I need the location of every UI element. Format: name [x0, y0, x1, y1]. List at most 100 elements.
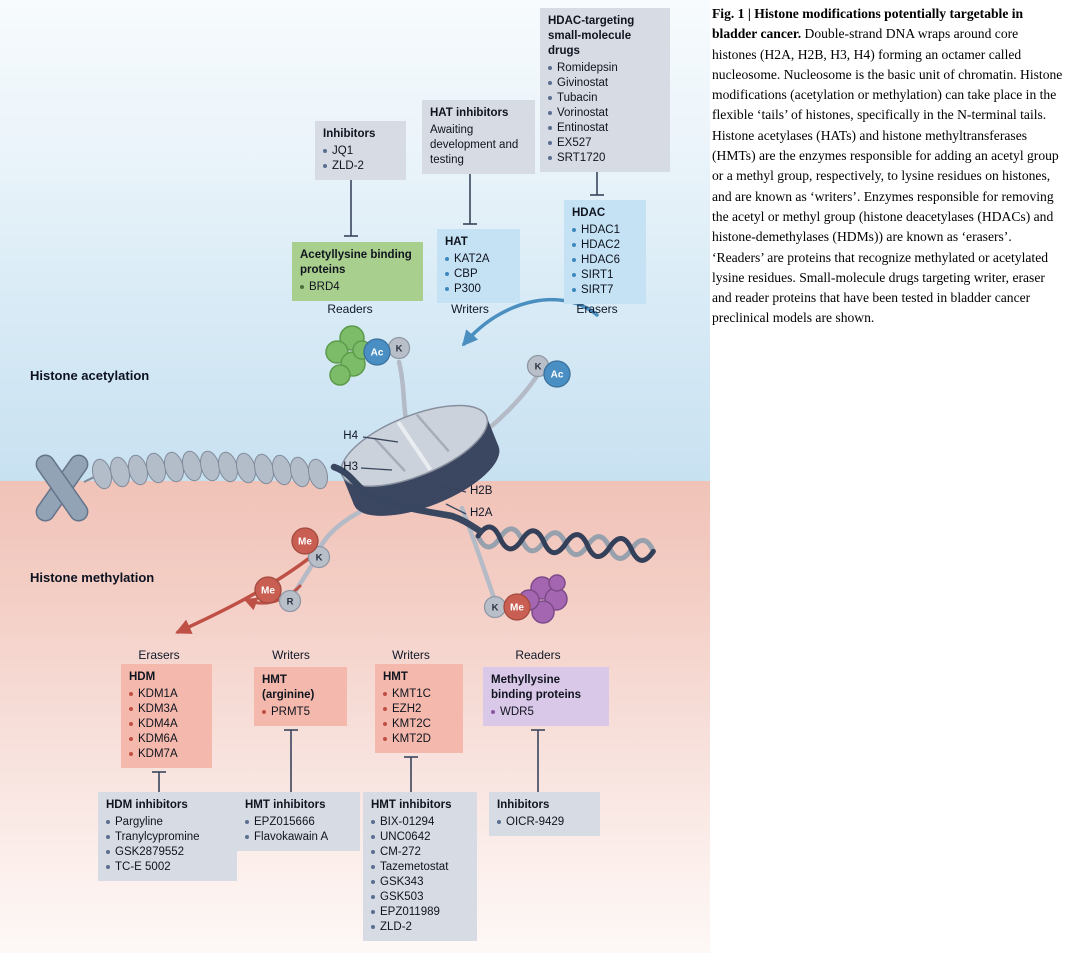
list-item-label: EZH2	[392, 703, 422, 715]
list-item-label: Pargyline	[115, 816, 163, 828]
caption-body: Double-strand DNA wraps around core hist…	[712, 26, 1063, 326]
list-item: KMT2D	[383, 732, 455, 747]
svg-text:Ac: Ac	[371, 348, 384, 359]
bullet-icon	[497, 820, 501, 824]
wdr5-inhibitors-box: Inhibitors OICR-9429	[489, 792, 600, 836]
list-item-label: SIRT1	[581, 269, 614, 281]
chromosome-icon	[35, 454, 89, 522]
bullet-icon	[245, 820, 249, 824]
bullet-icon	[548, 156, 552, 160]
caption-title: Fig. 1 | Histone modifications potential…	[712, 6, 1024, 42]
bullet-icon	[106, 865, 110, 869]
list-item-label: ZLD-2	[380, 921, 412, 933]
bullet-icon	[383, 722, 387, 726]
bullet-icon	[371, 910, 375, 914]
inhibition-connectors	[152, 172, 604, 792]
bullet-icon	[129, 707, 133, 711]
list-item: Flavokawain A	[245, 830, 352, 845]
bullet-icon	[383, 707, 387, 711]
bullet-icon	[548, 111, 552, 115]
list-item-label: KDM7A	[138, 748, 178, 760]
bullet-icon	[129, 737, 133, 741]
list-item-label: SRT1720	[557, 152, 606, 164]
bullet-icon	[548, 81, 552, 85]
box-title: HMT	[383, 671, 408, 683]
list-item-label: Tazemetostat	[380, 861, 449, 873]
list-item: CM-272	[371, 845, 469, 860]
bullet-icon	[383, 692, 387, 696]
list-item-label: GSK2879552	[115, 846, 185, 858]
chromatin-fiber	[83, 450, 329, 490]
list-item-label: JQ1	[332, 145, 354, 157]
list-item-label: HDAC6	[581, 254, 620, 266]
hdm-eraser-arrow	[175, 554, 314, 634]
figure-caption: Fig. 1 | Histone modifications potential…	[712, 4, 1064, 329]
protein-list: BRD4	[300, 280, 415, 295]
box-title: HMT inhibitors	[371, 799, 452, 811]
role-writers: Writers	[392, 648, 430, 662]
list-item-label: KMT1C	[392, 688, 431, 700]
bullet-icon	[371, 880, 375, 884]
k-residue: K	[526, 354, 550, 378]
role-erasers: Erasers	[576, 302, 618, 316]
list-item: KDM7A	[129, 747, 204, 762]
bullet-icon	[572, 273, 576, 277]
list-item: ZLD-2	[323, 159, 398, 174]
list-item-label: PRMT5	[271, 706, 310, 718]
bullet-icon	[445, 287, 449, 291]
bullet-icon	[262, 710, 266, 714]
bullet-icon	[129, 722, 133, 726]
list-item-label: KDM4A	[138, 718, 178, 730]
list-item: KDM4A	[129, 717, 204, 732]
list-item-label: KAT2A	[454, 253, 490, 265]
bullet-icon	[371, 835, 375, 839]
box-title: Methyllysine binding proteins	[491, 674, 582, 701]
bullet-icon	[323, 164, 327, 168]
list-item: EPZ015666	[245, 815, 352, 830]
box-title: HMT (arginine)	[262, 674, 315, 701]
list-item-label: HDAC2	[581, 239, 620, 251]
list-item: KAT2A	[445, 252, 512, 267]
bullet-icon	[106, 850, 110, 854]
list-item: PRMT5	[262, 705, 339, 720]
bullet-icon	[323, 149, 327, 153]
box-title: HAT inhibitors	[430, 107, 509, 119]
list-item: OICR-9429	[497, 815, 592, 830]
bullet-icon	[491, 710, 495, 714]
bullet-icon	[548, 96, 552, 100]
histone-h2a-label: H2A	[470, 507, 493, 519]
me-mark: Me	[254, 576, 282, 604]
list-item: EPZ011989	[371, 905, 469, 920]
list-item-label: KMT2D	[392, 733, 431, 745]
ac-mark: Ac	[363, 338, 391, 366]
list-item: GSK2879552	[106, 845, 229, 860]
list-item: BRD4	[300, 280, 415, 295]
hmt-arginine-box: HMT (arginine) PRMT5	[254, 667, 347, 726]
bullet-icon	[300, 285, 304, 289]
list-item: Givinostat	[548, 76, 662, 91]
k-residue: K	[483, 595, 507, 619]
list-item: Vorinostat	[548, 106, 662, 121]
histone-h2b-label: H2B	[470, 485, 493, 497]
section-histone-acetylation: Histone acetylation	[30, 368, 150, 383]
bullet-icon	[371, 895, 375, 899]
svg-text:K: K	[492, 603, 499, 614]
list-item-label: KDM1A	[138, 688, 178, 700]
role-erasers: Erasers	[138, 648, 180, 662]
histone-h3-label: H3	[343, 461, 358, 473]
list-item-label: EX527	[557, 137, 592, 149]
box-note: Awaiting development and testing	[430, 124, 519, 166]
list-item: HDAC6	[572, 253, 638, 268]
list-item-label: KDM3A	[138, 703, 178, 715]
bullet-icon	[572, 258, 576, 262]
list-item-label: SIRT7	[581, 284, 614, 296]
list-item: P300	[445, 282, 512, 297]
list-item: ZLD-2	[371, 920, 469, 935]
list-item-label: Romidepsin	[557, 62, 618, 74]
